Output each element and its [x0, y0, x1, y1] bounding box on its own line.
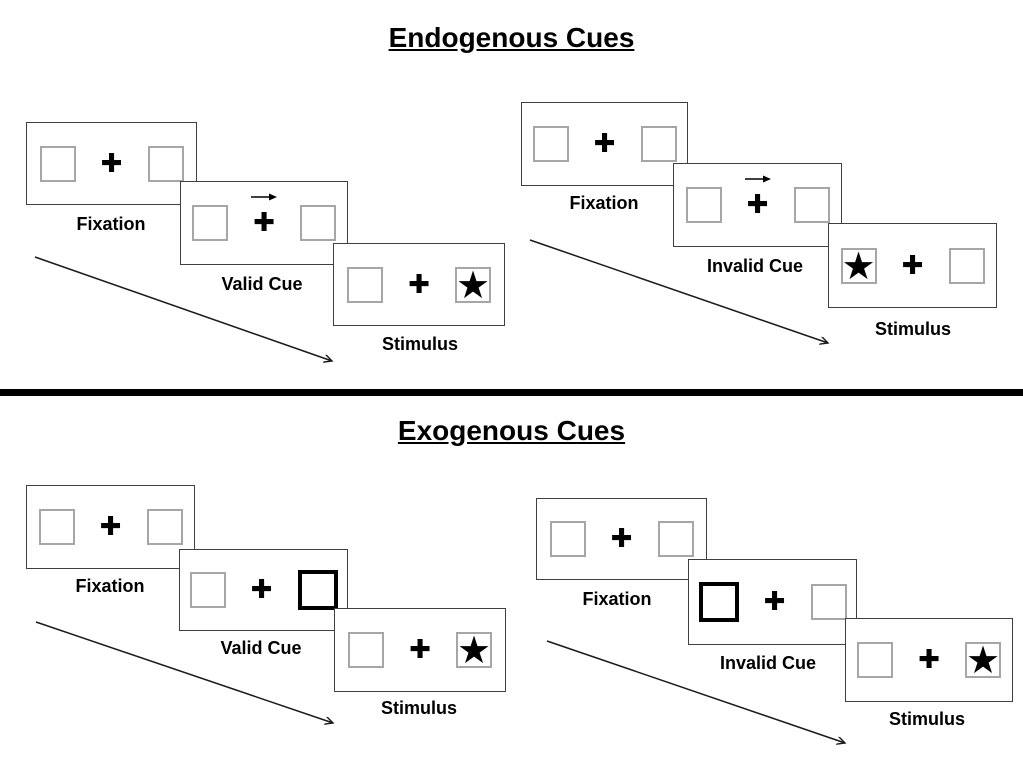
- fixation-card: ✚: [521, 102, 688, 186]
- star-icon: ★: [456, 628, 492, 672]
- frame-label: Invalid Cue: [719, 653, 817, 673]
- left-box-cue-highlight: [698, 582, 739, 622]
- frame-label: Stimulus: [381, 334, 458, 354]
- fixation-cross: ✚: [744, 175, 771, 223]
- left-box: [532, 126, 569, 162]
- frame-label: Fixation: [76, 214, 146, 234]
- left-box: [857, 642, 893, 678]
- plus-icon: ✚: [763, 587, 786, 617]
- sequence-arrow: [35, 621, 343, 733]
- right-box-cue-highlight: [297, 570, 338, 610]
- fixation-cross: ✚: [917, 642, 941, 678]
- right-box: [810, 584, 847, 620]
- plus-icon: ✚: [610, 524, 633, 554]
- plus-icon: ✚: [901, 250, 924, 281]
- left-box: [549, 521, 586, 557]
- right-arrow-icon: [744, 175, 771, 183]
- right-box: [948, 247, 985, 284]
- right-box: [793, 187, 830, 223]
- left-box: [192, 205, 228, 241]
- valid-cue-card: ✚: [179, 549, 348, 631]
- stimulus-card: ✚ ★: [845, 618, 1013, 702]
- fixation-card: ✚: [536, 498, 707, 580]
- frame-label: Fixation: [569, 193, 639, 213]
- frame-label: Stimulus: [380, 698, 457, 718]
- fixation-cross: ✚: [99, 509, 123, 545]
- fixation-cross: ✚: [251, 193, 277, 241]
- invalid-cue-card: ✚: [673, 163, 842, 247]
- plus-icon: ✚: [99, 512, 122, 542]
- fixation-cross: ✚: [100, 146, 124, 182]
- frame-label: Valid Cue: [221, 274, 303, 294]
- star-icon: ★: [455, 262, 491, 307]
- left-box: [39, 145, 76, 182]
- section-title-exogenous: Exogenous Cues: [397, 415, 626, 446]
- left-box: [38, 509, 75, 545]
- right-box: [657, 521, 694, 557]
- fixation-cross: ✚: [763, 584, 787, 620]
- right-box: [146, 509, 183, 545]
- left-box: [685, 187, 722, 223]
- section-title-endogenous: Endogenous Cues: [388, 22, 635, 53]
- section-divider: [0, 389, 1023, 396]
- right-box: [147, 145, 184, 182]
- right-box-with-star: ★: [965, 638, 1001, 682]
- right-box-with-star: ★: [455, 262, 491, 307]
- plus-icon: ✚: [253, 208, 275, 238]
- fixation-cross: ✚: [250, 572, 274, 608]
- fixation-cross: ✚: [408, 632, 432, 668]
- frame-label: Stimulus: [874, 319, 951, 339]
- plus-icon: ✚: [746, 190, 769, 220]
- sequence-arrow: [546, 640, 855, 753]
- left-box: [189, 572, 226, 608]
- plus-icon: ✚: [593, 129, 616, 159]
- right-box: [300, 205, 336, 241]
- fixation-cross: ✚: [593, 126, 617, 162]
- plus-icon: ✚: [408, 269, 430, 300]
- fixation-card: ✚: [26, 485, 195, 569]
- fixation-cross: ✚: [610, 521, 634, 557]
- stimulus-card: ★ ✚: [828, 223, 997, 308]
- invalid-cue-card: ✚: [688, 559, 857, 645]
- stimulus-card: ✚ ★: [333, 243, 505, 326]
- plus-icon: ✚: [100, 148, 123, 179]
- plus-icon: ✚: [409, 635, 431, 665]
- frame-label: Fixation: [75, 576, 145, 596]
- right-arrow-icon: [251, 193, 277, 201]
- sequence-arrow: [34, 256, 342, 371]
- sequence-arrow: [529, 239, 838, 353]
- fixation-cross: ✚: [407, 267, 431, 303]
- fixation-card: ✚: [26, 122, 197, 205]
- frame-label: Fixation: [582, 589, 652, 609]
- frame-label: Invalid Cue: [706, 256, 804, 276]
- left-box: [347, 266, 383, 303]
- plus-icon: ✚: [250, 575, 273, 605]
- left-box: [348, 632, 384, 668]
- fixation-cross: ✚: [901, 248, 925, 284]
- star-icon: ★: [965, 638, 1001, 682]
- star-icon: ★: [841, 243, 876, 288]
- right-box-with-star: ★: [456, 628, 492, 672]
- valid-cue-card: ✚: [180, 181, 348, 265]
- frame-label: Stimulus: [888, 709, 965, 729]
- left-box-with-star: ★: [840, 243, 877, 288]
- plus-icon: ✚: [918, 645, 940, 675]
- frame-label: Valid Cue: [220, 638, 302, 658]
- stimulus-card: ✚ ★: [334, 608, 506, 692]
- right-box: [640, 126, 677, 162]
